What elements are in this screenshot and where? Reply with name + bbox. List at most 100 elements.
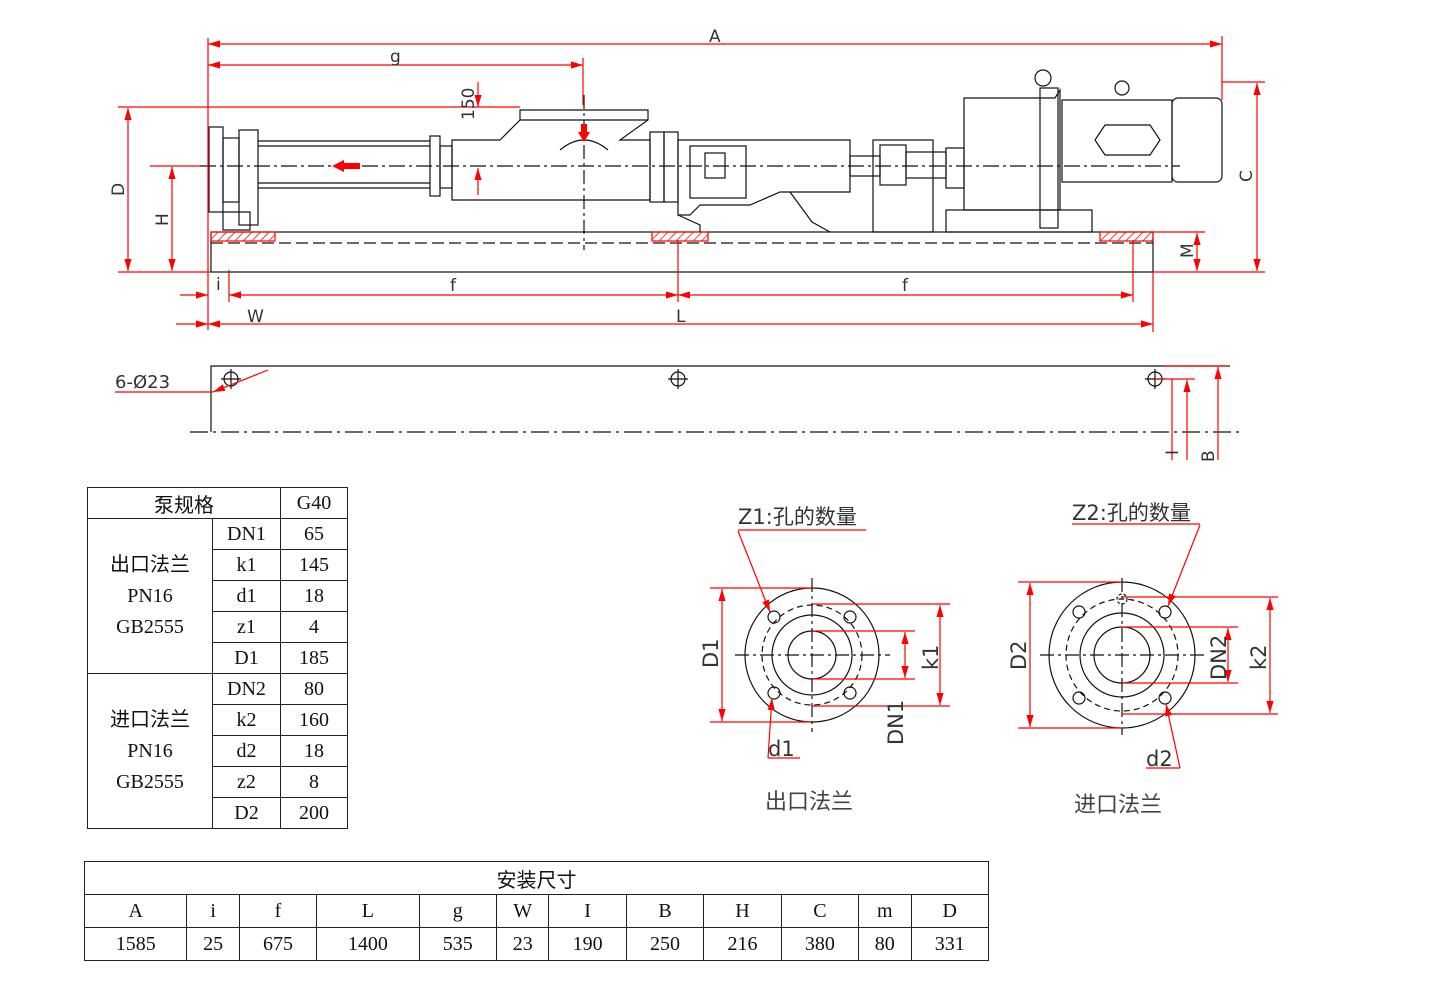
dim-W: W [247, 307, 264, 327]
install-header: B [625, 894, 705, 928]
install-header-row: A i f L g W I B H C m D [83, 894, 989, 928]
spec-key: k2 [212, 704, 281, 736]
spec-key: d2 [212, 735, 281, 767]
spec-value: 200 [280, 797, 348, 829]
inlet-z-note: Z2:孔的数量 [1072, 501, 1191, 525]
outlet-group-label: 出口法兰 PN16 GB2555 [87, 518, 213, 674]
inlet-D-label: D2 [1007, 640, 1031, 670]
install-value: 190 [548, 927, 627, 961]
outlet-DN-label: DN1 [884, 700, 908, 745]
install-value: 331 [910, 927, 989, 961]
spec-value: 185 [280, 642, 348, 674]
table-row: 进口法兰 PN16 GB2555 DN2 80 [87, 673, 348, 829]
install-value: 675 [238, 927, 318, 961]
table-row: d2 18 [88, 735, 348, 767]
spec-value: 18 [280, 580, 348, 612]
holes-label: 6-Ø23 [115, 372, 170, 393]
spec-key: DN1 [212, 518, 281, 550]
spec-key: k1 [212, 549, 281, 581]
dim-H: H [153, 213, 173, 226]
inlet-group-line: PN16 [127, 739, 173, 762]
install-value: 80 [858, 927, 912, 961]
spec-key: D1 [212, 642, 281, 674]
outlet-flange-caption: 出口法兰 [765, 790, 853, 815]
spec-key: d1 [212, 580, 281, 612]
dim-150: 150 [459, 88, 479, 120]
dim-L: L [676, 307, 686, 327]
table-row: k2 160 [88, 704, 348, 736]
spec-value: 80 [280, 673, 348, 705]
spec-model: G40 [280, 487, 348, 519]
install-title: 安装尺寸 [84, 861, 989, 895]
install-header: D [910, 894, 989, 928]
outlet-k-label: k1 [919, 644, 943, 670]
outlet-group-line: GB2555 [116, 615, 184, 638]
inlet-flange-diagram: Z2:孔的数量 D2 k2 DN2 d2 进口法兰 [1007, 501, 1278, 818]
spec-value: 145 [280, 549, 348, 581]
dim-M: M [1178, 243, 1198, 258]
install-value: 250 [625, 927, 705, 961]
inlet-group-line: GB2555 [116, 770, 184, 793]
outlet-group-line: 出口法兰 [110, 553, 190, 576]
inlet-k-label: k2 [1247, 644, 1271, 670]
install-title-row: 安装尺寸 [84, 861, 989, 895]
inlet-DN-label: DN2 [1207, 635, 1231, 680]
inlet-group-label: 进口法兰 PN16 GB2555 [87, 673, 213, 829]
pump-elevation [200, 69, 1223, 273]
dim-B: B [1199, 450, 1219, 462]
outlet-group-line: PN16 [127, 584, 173, 607]
install-value: 380 [780, 927, 860, 961]
outlet-D-label: D1 [699, 638, 723, 668]
dim-g: g [390, 47, 401, 67]
install-value: 1400 [316, 927, 420, 961]
install-value: 216 [703, 927, 782, 961]
outlet-d-label: d1 [768, 737, 795, 761]
plan-dimensions [115, 365, 1228, 460]
dim-i: i [216, 275, 221, 295]
dim-C: C [1237, 170, 1257, 182]
base-plan-view [190, 365, 1240, 433]
inlet-group-line: 进口法兰 [110, 708, 190, 731]
install-header: A [83, 894, 188, 928]
spec-value: 160 [280, 704, 348, 736]
inlet-d-label: d2 [1146, 747, 1173, 771]
install-header: I [548, 894, 627, 928]
install-dimensions-table: 安装尺寸 A i f L g W I B H C m D 1585 25 675… [83, 861, 989, 961]
install-header: m [858, 894, 912, 928]
dim-f-left: f [450, 276, 457, 296]
dim-f-right: f [902, 276, 909, 296]
table-row: D1 185 [88, 642, 348, 674]
outlet-z-note: Z1:孔的数量 [738, 505, 857, 529]
spec-key: z2 [212, 766, 281, 798]
table-row: 出口法兰 PN16 GB2555 DN1 65 [87, 518, 348, 674]
install-value-row: 1585 25 675 1400 535 23 190 250 216 380 … [83, 927, 989, 961]
install-value: 25 [186, 927, 240, 961]
install-header: C [780, 894, 860, 928]
spec-value: 65 [280, 518, 348, 550]
spec-key: DN2 [212, 673, 281, 705]
install-header: W [495, 894, 550, 928]
install-value: 535 [418, 927, 498, 961]
table-row: z2 8 [88, 766, 348, 798]
spec-header-row: 泵规格 G40 [87, 487, 348, 519]
install-header: g [418, 894, 498, 928]
outlet-flange-diagram: Z1:孔的数量 D1 k1 DN1 d1 出口法兰 [699, 505, 950, 815]
install-header: i [186, 894, 240, 928]
dimension-lines [118, 36, 1265, 332]
spec-key: D2 [212, 797, 281, 829]
install-header: H [703, 894, 782, 928]
table-row: z1 4 [88, 611, 348, 643]
dim-D: D [109, 183, 129, 196]
install-header: f [238, 894, 318, 928]
pump-spec-table: 泵规格 G40 出口法兰 PN16 GB2555 DN1 65 k1 145 d… [87, 487, 348, 829]
dim-I: I [1163, 450, 1183, 455]
spec-header: 泵规格 [87, 487, 281, 519]
inlet-flange-caption: 进口法兰 [1074, 793, 1162, 818]
spec-value: 8 [280, 766, 348, 798]
spec-key: z1 [212, 611, 281, 643]
spec-value: 4 [280, 611, 348, 643]
table-row: D2 200 [88, 797, 348, 829]
spec-value: 18 [280, 735, 348, 767]
install-value: 1585 [83, 927, 188, 961]
